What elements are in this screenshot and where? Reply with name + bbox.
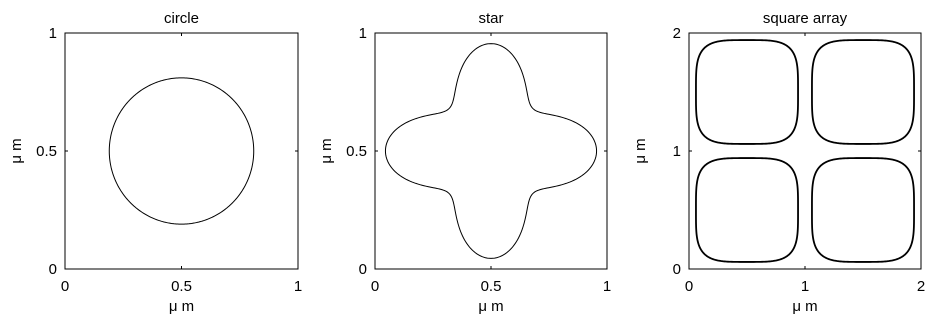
circle-axes-box: [64, 32, 299, 270]
circle-xtick-label: 0: [61, 278, 69, 295]
square-array-ytick-label: 0: [673, 261, 681, 278]
circle-xlabel: μ m: [169, 298, 194, 315]
star-ylabel: μ m: [318, 138, 335, 163]
star-ytick-label: 0: [359, 261, 367, 278]
square-array-xtick-label: 0: [685, 278, 693, 295]
star-title: star: [478, 10, 503, 27]
square-array-cell-4: [811, 39, 915, 145]
square-array-cell-1: [695, 157, 799, 263]
square-array-cell-3: [695, 39, 799, 145]
square-array-xlabel: μ m: [792, 298, 817, 315]
star-curve: [384, 43, 598, 259]
star-axes-box: [374, 32, 608, 270]
star-ytick-label: 0.5: [346, 143, 367, 160]
star-xtick-label: 0.5: [481, 278, 502, 295]
circle-title: circle: [164, 10, 199, 27]
star-ytick-label: 1: [359, 25, 367, 42]
star-xtick-label: 1: [603, 278, 611, 295]
circle-xtick-label: 0.5: [171, 278, 192, 295]
square-array-ytick-label: 2: [673, 25, 681, 42]
square-array-title: square array: [763, 10, 848, 27]
square-array-ylabel: μ m: [632, 138, 649, 163]
circle-ytick-label: 0: [49, 261, 57, 278]
circle-ytick-label: 0.5: [36, 143, 57, 160]
square-array-xtick-label: 2: [917, 278, 925, 295]
square-array-axes-box: [688, 32, 922, 270]
circle-curve: [108, 77, 255, 225]
square-array-xtick-label: 1: [801, 278, 809, 295]
circle-ytick-label: 1: [49, 25, 57, 42]
star-xlabel: μ m: [478, 298, 503, 315]
square-array-cell-2: [811, 157, 915, 263]
circle-ylabel: μ m: [8, 138, 25, 163]
circle-xtick-label: 1: [294, 278, 302, 295]
square-array-ytick-label: 1: [673, 143, 681, 160]
star-xtick-label: 0: [371, 278, 379, 295]
